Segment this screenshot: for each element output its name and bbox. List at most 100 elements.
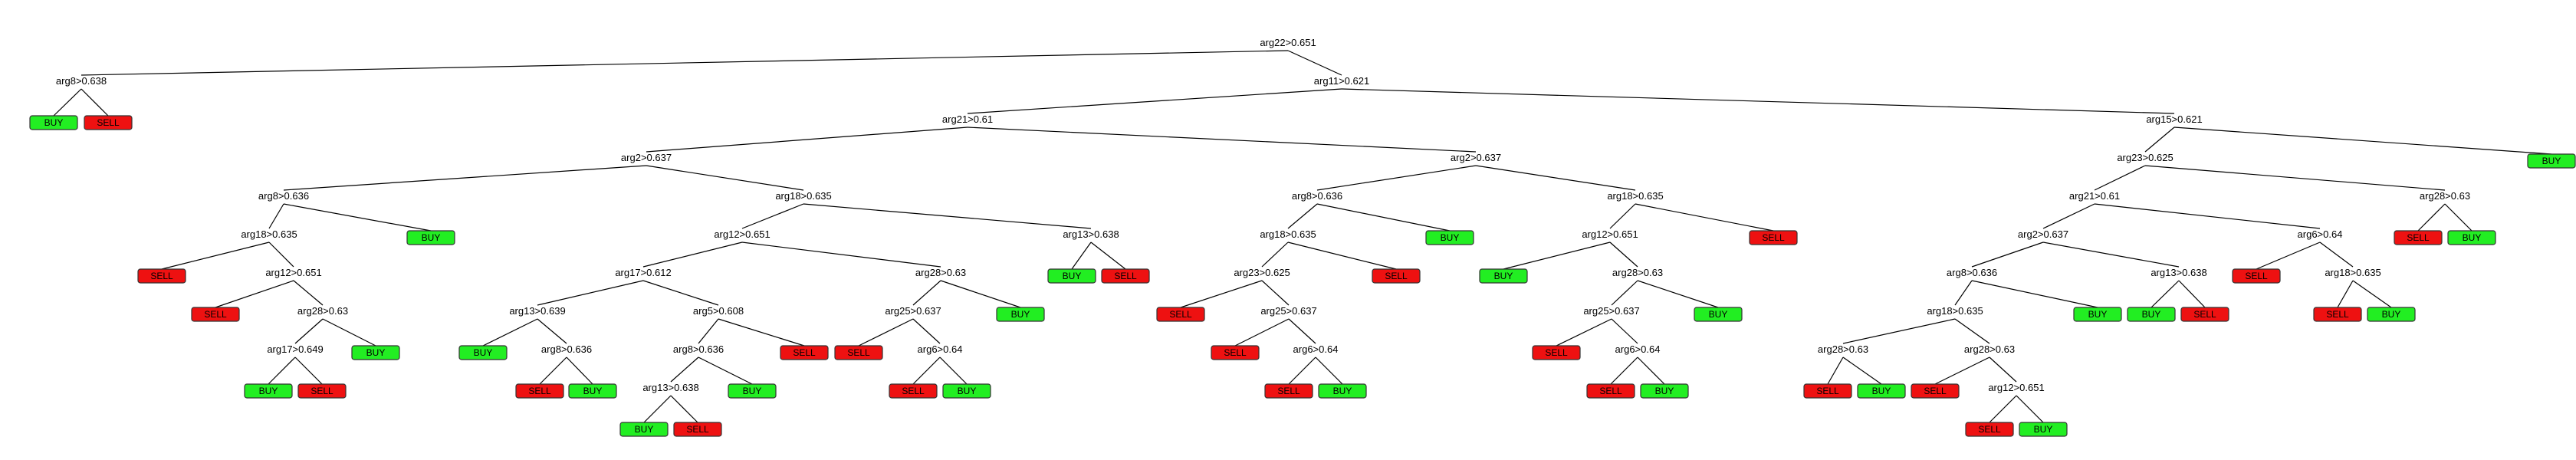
tree-edge [2174, 127, 2552, 155]
split-node-arg8-0-636: arg8>0.636 [1947, 267, 1997, 278]
leaf-box [297, 383, 347, 399]
leaf-label: SELL [1545, 347, 1568, 358]
tree-edge [1261, 242, 1289, 268]
split-node-arg18-0-635: arg18>0.635 [1607, 190, 1663, 202]
leaf-buy: BUY [29, 115, 78, 130]
split-node-arg2-0-637: arg2>0.637 [1451, 152, 1501, 163]
tree-edge [1287, 242, 1397, 270]
leaf-buy: BUY [2527, 153, 2576, 169]
leaf-sell: SELL [137, 268, 186, 284]
split-node-arg13-0-638: arg13>0.638 [1063, 228, 1119, 240]
leaf-box [1047, 268, 1096, 284]
tree-edge [2144, 127, 2175, 153]
split-node-arg6-0-64: arg6>0.64 [1293, 343, 1339, 355]
leaf-sell: SELL [1211, 345, 1260, 360]
leaf-box [889, 383, 938, 399]
tree-edge [1827, 356, 1844, 385]
leaf-label: SELL [1277, 386, 1300, 396]
split-node-arg17-0-649: arg17>0.649 [267, 343, 323, 355]
leaf-label: SELL [847, 347, 870, 358]
split-node-arg23-0-625: arg23>0.625 [1234, 267, 1290, 278]
leaf-label: BUY [474, 347, 493, 358]
tree-edge [2094, 165, 2146, 191]
tree-edge [2319, 242, 2354, 268]
leaf-buy: BUY [728, 383, 777, 399]
leaf-buy: BUY [2073, 307, 2122, 322]
tree-edge [2150, 280, 2180, 308]
split-node-arg5-0-608: arg5>0.608 [693, 305, 744, 317]
leaf-label: BUY [1333, 386, 1352, 396]
leaf-box [2447, 230, 2496, 245]
leaf-box [1318, 383, 1367, 399]
leaf-box [1803, 383, 1852, 399]
tree-edge [1315, 356, 1343, 385]
leaf-box [996, 307, 1045, 322]
leaf-sell: SELL [1965, 422, 2014, 437]
tree-edge [670, 395, 698, 423]
leaf-box [1965, 422, 2014, 437]
split-node-arg13-0-638: arg13>0.638 [642, 382, 698, 393]
leaf-box [780, 345, 829, 360]
leaf-label: BUY [422, 232, 441, 243]
tree-edge [537, 318, 567, 344]
leaf-box [1479, 268, 1528, 284]
leaf-sell: SELL [515, 383, 564, 399]
leaf-box [2127, 307, 2176, 322]
tree-edge [646, 165, 804, 191]
tree-edge [1637, 280, 1719, 308]
leaf-box [1857, 383, 1906, 399]
split-node-arg18-0-635: arg18>0.635 [241, 228, 297, 240]
split-node-arg8-0-636: arg8>0.636 [673, 343, 724, 355]
split-node-arg12-0-651: arg12>0.651 [714, 228, 770, 240]
tree-edge [967, 127, 1477, 153]
leaf-buy: BUY [942, 383, 991, 399]
leaf-box [673, 422, 722, 437]
split-node-arg21-0-61: arg21>0.61 [942, 113, 993, 125]
leaf-box [1749, 230, 1798, 245]
tree-edge [2444, 203, 2472, 232]
leaf-box [29, 115, 78, 130]
leaf-buy: BUY [568, 383, 617, 399]
tree-edge [2352, 280, 2392, 308]
split-node-arg17-0-612: arg17>0.612 [615, 267, 671, 278]
leaf-box [942, 383, 991, 399]
leaf-buy: BUY [244, 383, 293, 399]
leaf-box [2019, 422, 2068, 437]
leaf-label: BUY [2034, 424, 2053, 435]
leaf-sell: SELL [191, 307, 240, 322]
tree-edge [294, 318, 324, 344]
leaf-sell: SELL [2394, 230, 2443, 245]
leaf-label: SELL [1224, 347, 1247, 358]
leaf-sell: SELL [84, 115, 133, 130]
tree-edge [912, 280, 941, 306]
leaf-sell: SELL [1264, 383, 1313, 399]
split-node-arg28-0-63: arg28>0.63 [1818, 343, 1868, 355]
tree-edge [1090, 242, 1126, 270]
split-node-arg18-0-635: arg18>0.635 [775, 190, 831, 202]
tree-edge [940, 280, 1021, 308]
leaf-box [1694, 307, 1743, 322]
leaf-label: BUY [2088, 309, 2108, 320]
leaf-box [1911, 383, 1960, 399]
tree-edge [2417, 203, 2446, 232]
leaf-buy: BUY [1694, 307, 1743, 322]
leaf-buy: BUY [458, 345, 508, 360]
leaf-label: BUY [1709, 309, 1728, 320]
tree-edge [566, 356, 593, 385]
leaf-box [2232, 268, 2281, 284]
leaf-buy: BUY [2447, 230, 2496, 245]
tree-edge [161, 242, 270, 270]
leaf-label: SELL [204, 309, 227, 320]
tree-edge [1341, 88, 2175, 114]
tree-edge [537, 280, 644, 306]
leaf-label: SELL [1816, 386, 1839, 396]
leaf-box [2180, 307, 2229, 322]
leaf-sell: SELL [1532, 345, 1581, 360]
tree-edge [1989, 395, 2017, 423]
tree-edge [80, 50, 1289, 76]
split-node-arg28-0-63: arg28>0.63 [2420, 190, 2470, 202]
tree-edge [1842, 356, 1882, 385]
leaf-label: BUY [259, 386, 278, 396]
